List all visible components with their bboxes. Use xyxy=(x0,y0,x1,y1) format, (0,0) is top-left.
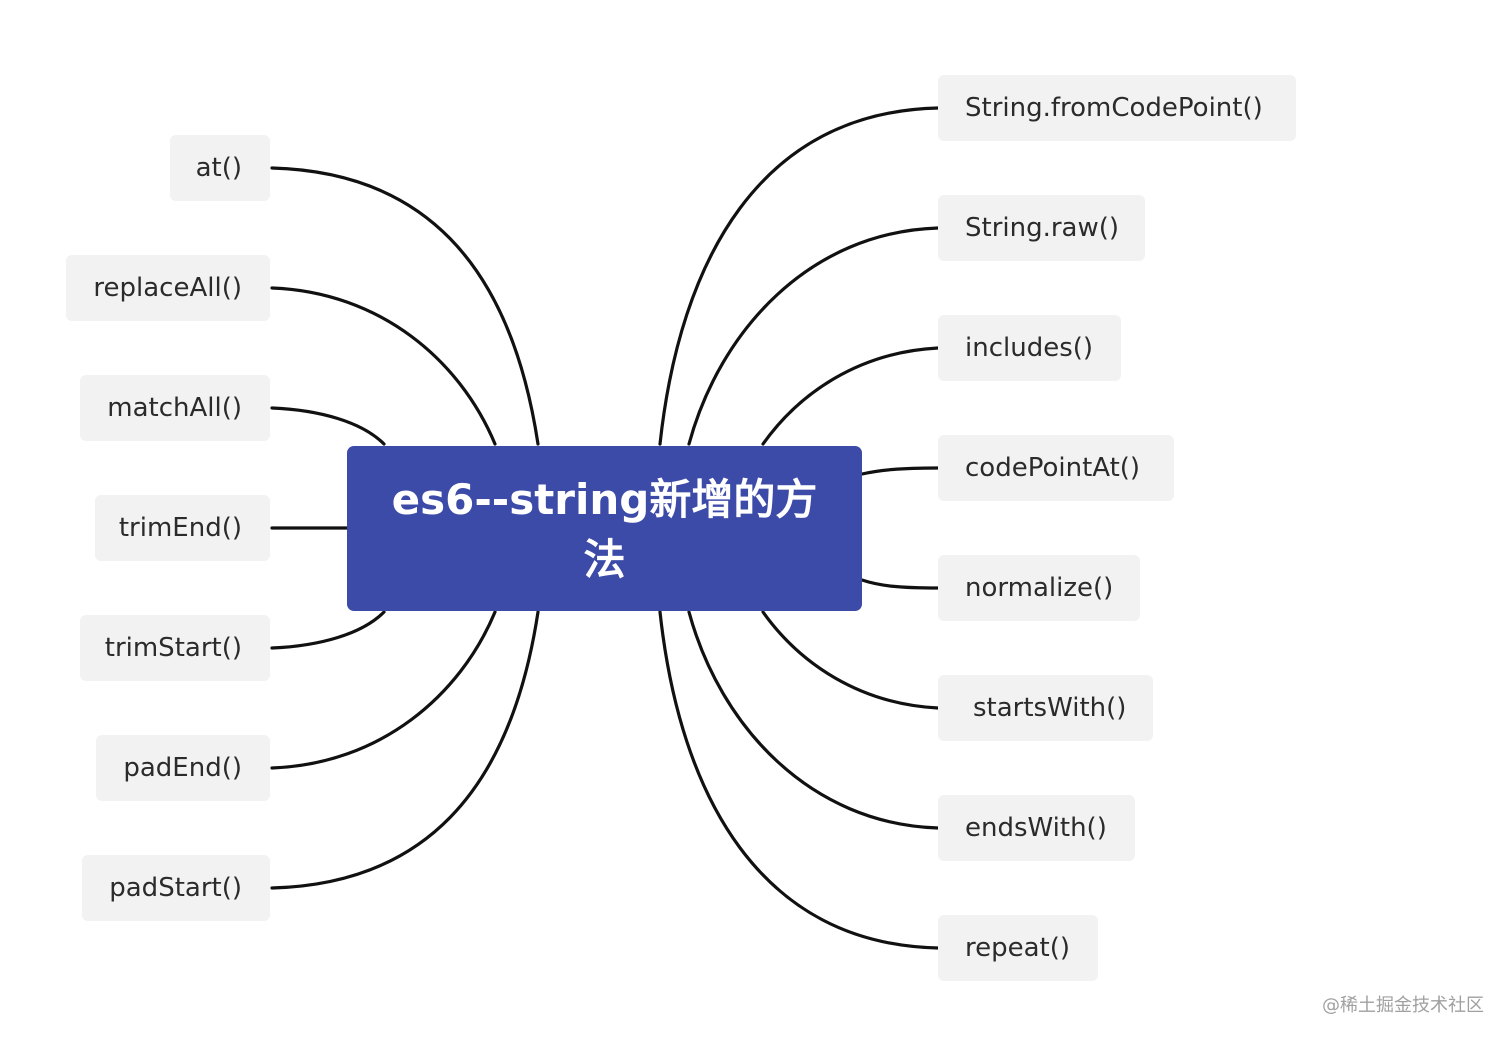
node-label: padStart() xyxy=(109,873,242,903)
node-label: codePointAt() xyxy=(965,453,1141,483)
node-trimend[interactable]: trimEnd() xyxy=(95,495,270,561)
node-padstart[interactable]: padStart() xyxy=(82,855,270,921)
node-includes[interactable]: includes() xyxy=(938,315,1121,381)
node-matchall[interactable]: matchAll() xyxy=(80,375,270,441)
link-startswith xyxy=(761,610,940,710)
watermark: @稀土掘金技术社区 xyxy=(1322,995,1484,1016)
link-codepointat xyxy=(860,466,940,476)
root-topic[interactable]: es6--string新增的方法 xyxy=(347,446,862,611)
link-padstart xyxy=(270,610,540,890)
link-fromcodepoint xyxy=(658,106,940,446)
node-label: String.fromCodePoint() xyxy=(965,93,1263,123)
node-label: padEnd() xyxy=(123,753,242,783)
node-label: at() xyxy=(195,153,242,183)
node-repeat[interactable]: repeat() xyxy=(938,915,1098,981)
link-at xyxy=(270,166,540,446)
link-padend xyxy=(270,610,497,770)
link-trimstart xyxy=(270,610,386,650)
node-label: normalize() xyxy=(965,573,1114,603)
node-replaceall[interactable]: replaceAll() xyxy=(66,255,270,321)
node-at[interactable]: at() xyxy=(170,135,270,201)
link-normalize xyxy=(860,578,940,590)
node-label: repeat() xyxy=(965,933,1071,963)
node-label: String.raw() xyxy=(965,213,1120,243)
node-normalize[interactable]: normalize() xyxy=(938,555,1140,621)
node-string-raw[interactable]: String.raw() xyxy=(938,195,1145,261)
link-includes xyxy=(761,346,940,446)
link-matchall xyxy=(270,406,386,446)
link-endswith xyxy=(687,610,940,830)
node-label: includes() xyxy=(965,333,1094,363)
node-label: replaceAll() xyxy=(93,273,242,303)
node-label: trimEnd() xyxy=(118,513,242,543)
link-raw xyxy=(687,226,940,446)
node-label: endsWith() xyxy=(965,813,1107,843)
link-repeat xyxy=(658,610,940,950)
root-topic-label: es6--string新增的方法 xyxy=(391,475,818,584)
node-label: trimStart() xyxy=(104,633,242,663)
node-endswith[interactable]: endsWith() xyxy=(938,795,1135,861)
link-replaceall xyxy=(270,286,497,446)
node-label: startsWith() xyxy=(973,693,1127,723)
node-trimstart[interactable]: trimStart() xyxy=(80,615,270,681)
node-startswith[interactable]: startsWith() xyxy=(938,675,1153,741)
node-string-fromcodepoint[interactable]: String.fromCodePoint() xyxy=(938,75,1296,141)
node-codepointat[interactable]: codePointAt() xyxy=(938,435,1174,501)
node-label: matchAll() xyxy=(107,393,242,423)
node-padend[interactable]: padEnd() xyxy=(96,735,270,801)
